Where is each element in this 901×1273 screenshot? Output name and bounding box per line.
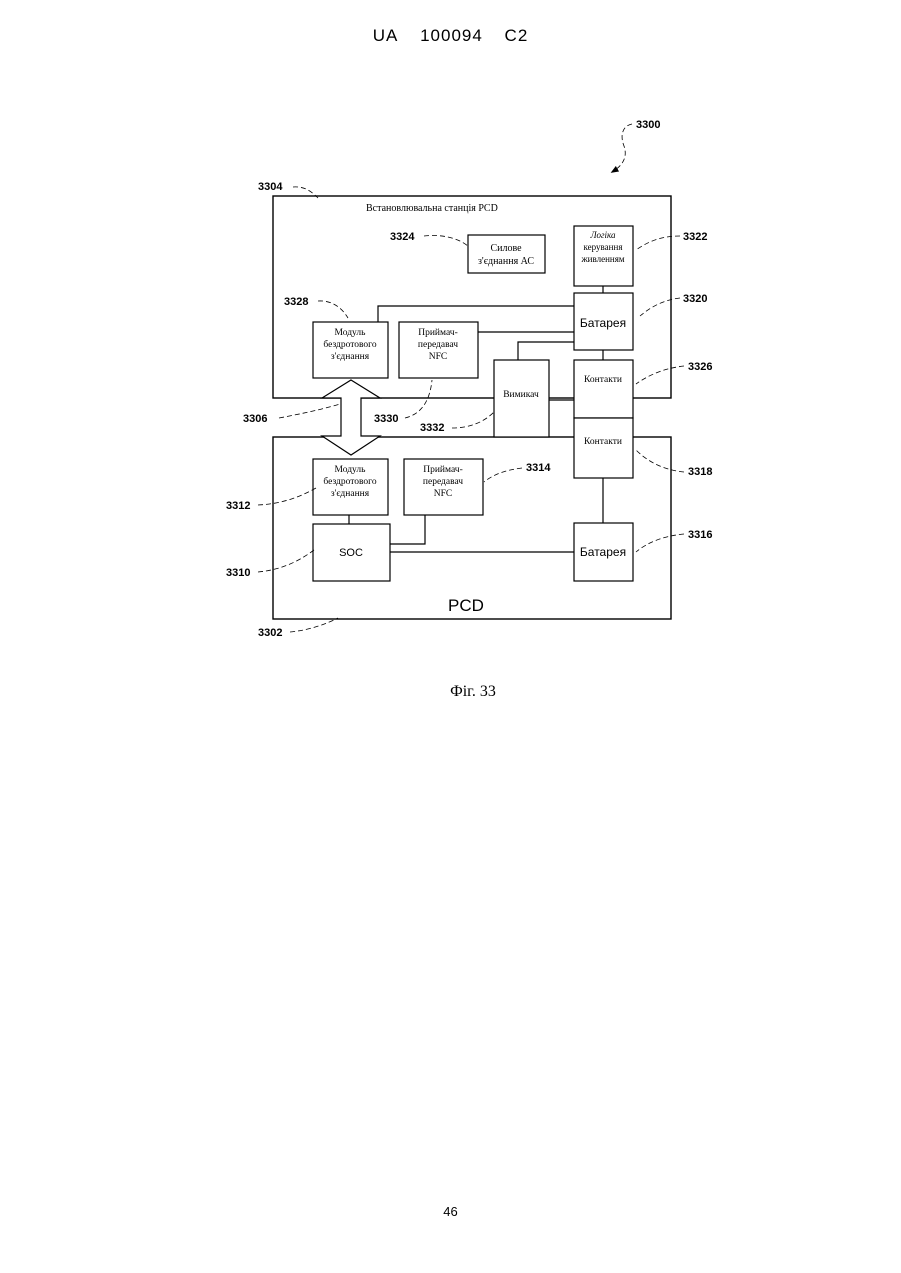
station-nfc-line2: передавач	[418, 340, 458, 350]
leader-3328	[318, 301, 348, 318]
station-ac-power-box	[468, 235, 545, 273]
pcd-contacts-label: Контакти	[584, 437, 622, 447]
leader-3320	[640, 298, 680, 316]
leader-3318	[636, 450, 684, 472]
wire-wireless-battery	[378, 306, 574, 322]
pcd-title: PCD	[448, 596, 484, 615]
pcd-wireless-line2: бездротового	[323, 476, 376, 487]
pcd-soc-label: SOC	[339, 547, 363, 559]
station-wireless-line2: бездротового	[323, 339, 376, 350]
pcd-contacts-box	[574, 418, 633, 478]
figure-caption: Фіг. 33	[450, 683, 496, 700]
station-contacts-label: Контакти	[584, 375, 622, 385]
pcd-wireless-line3: з'єднання	[331, 489, 370, 499]
ref-3318: 3318	[688, 466, 712, 478]
station-nfc-line3: NFC	[429, 352, 447, 362]
power-logic-line3: живленням	[580, 254, 624, 264]
ref-3314: 3314	[526, 462, 551, 474]
wire-switch-battery	[518, 342, 574, 360]
pcd-nfc-line3: NFC	[434, 489, 452, 499]
ref-3322: 3322	[683, 231, 707, 243]
ref-3330: 3330	[374, 413, 398, 425]
leader-3310	[258, 550, 314, 572]
ref-3310: 3310	[226, 567, 250, 579]
station-title: Встановлювальна станція PCD	[366, 203, 498, 214]
leader-3314	[484, 468, 522, 482]
wireless-link-arrow	[322, 380, 380, 455]
station-nfc-line1: Приймач-	[418, 327, 458, 338]
ref-3326: 3326	[688, 361, 712, 373]
ac-power-line1: Силове	[490, 243, 522, 254]
power-logic-line1: Логіка	[589, 230, 616, 240]
station-wireless-line3: з'єднання	[331, 352, 370, 362]
ref-3324: 3324	[390, 231, 415, 243]
ac-power-line2: з'єднання АС	[478, 256, 534, 267]
leader-3322	[636, 236, 680, 250]
pcd-nfc-line2: передавач	[423, 477, 463, 487]
ref-3300: 3300	[636, 119, 660, 131]
leader-3316	[636, 534, 684, 552]
leader-3302	[290, 618, 338, 632]
pcd-wireless-line1: Модуль	[335, 465, 367, 475]
leader-3324	[424, 235, 468, 246]
station-wireless-line1: Модуль	[335, 328, 367, 338]
ref-3316: 3316	[688, 529, 712, 541]
ref-3306: 3306	[243, 413, 267, 425]
wire-soc-nfc	[390, 515, 425, 544]
ref-3320: 3320	[683, 293, 707, 305]
leader-3326	[636, 366, 684, 384]
ref-3304: 3304	[258, 181, 283, 193]
ref-3312: 3312	[226, 500, 250, 512]
leader-3330	[405, 380, 432, 418]
ref-3302: 3302	[258, 627, 282, 639]
leader-3300	[612, 124, 632, 172]
ref-3332: 3332	[420, 422, 444, 434]
leader-3306	[279, 404, 340, 418]
power-logic-line2: керування	[584, 242, 623, 252]
station-battery-label: Батарея	[580, 316, 626, 330]
leader-3312	[258, 488, 316, 505]
page-number: 46	[0, 1204, 901, 1219]
pcd-battery-label: Батарея	[580, 545, 626, 559]
ref-3328: 3328	[284, 296, 308, 308]
station-switch-label: Вимикач	[503, 390, 539, 400]
station-contacts-box	[574, 360, 633, 418]
pcd-nfc-line1: Приймач-	[423, 464, 463, 475]
leader-3332	[452, 412, 494, 428]
